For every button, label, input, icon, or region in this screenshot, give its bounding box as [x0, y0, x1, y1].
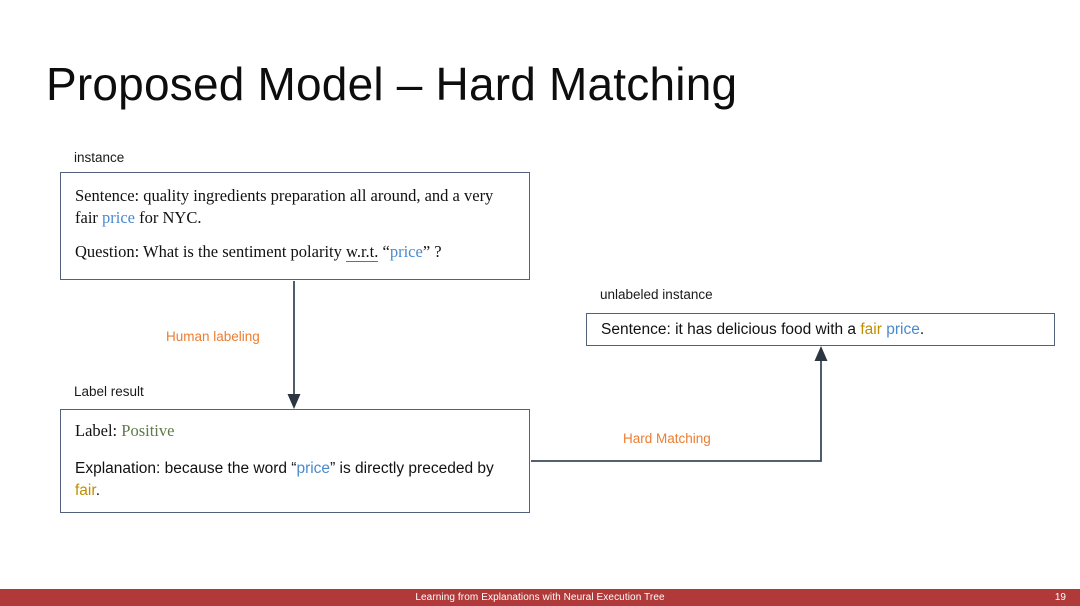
instance-box: Sentence: quality ingredients preparatio… [60, 172, 530, 280]
instance-box-spacer [75, 229, 515, 241]
instance-sentence-suffix: for NYC. [135, 207, 202, 227]
explanation-suffix: . [95, 481, 100, 499]
caption-unlabeled-instance: unlabeled instance [600, 287, 713, 302]
footer-title: Learning from Explanations with Neural E… [415, 592, 665, 603]
instance-question-suffix: ” ? [422, 241, 442, 261]
explanation-keyword-price: price [296, 459, 331, 477]
label-line: Label: Positive [75, 420, 515, 442]
label-prefix: Label: [75, 421, 122, 440]
unlabeled-sentence-line: Sentence: it has delicious food with a f… [601, 319, 924, 341]
label-box-spacer [75, 442, 515, 458]
label-result-box: Label: Positive Explanation: because the… [60, 409, 530, 513]
unlabeled-sentence-prefix: Sentence: it has delicious food with a [601, 320, 861, 338]
instance-question-misspelled-wrt: w.r.t. [346, 241, 379, 262]
unlabeled-keyword-fair: fair [860, 320, 882, 338]
instance-question-keyword-price: price [389, 241, 423, 261]
instance-question-prefix: Question: What is the sentiment polarity [75, 241, 346, 261]
unlabeled-instance-box: Sentence: it has delicious food with a f… [586, 313, 1055, 346]
annotation-hard-matching: Hard Matching [623, 431, 711, 446]
explanation-prefix: Explanation: because the word “ [75, 459, 297, 477]
unlabeled-sentence-suffix: . [919, 320, 925, 338]
explanation-keyword-fair: fair [75, 481, 96, 499]
footer-bar: Learning from Explanations with Neural E… [0, 589, 1080, 606]
annotation-human-labeling: Human labeling [166, 329, 260, 344]
instance-question-mid: “ [378, 241, 390, 261]
explanation-line: Explanation: because the word “price” is… [75, 458, 515, 502]
footer-page-number: 19 [1054, 592, 1066, 603]
page-title: Proposed Model – Hard Matching [46, 58, 738, 110]
arrow-human-labeling-icon [287, 281, 301, 409]
label-value-positive: Positive [121, 421, 175, 440]
caption-label-result: Label result [74, 384, 144, 399]
instance-sentence-line: Sentence: quality ingredients preparatio… [75, 185, 515, 229]
instance-sentence-prefix: Sentence: quality ingredients preparatio… [75, 186, 494, 227]
unlabeled-keyword-price: price [886, 320, 920, 338]
explanation-mid: ” is directly preceded by [330, 459, 494, 477]
caption-instance: instance [74, 150, 125, 165]
instance-question-line: Question: What is the sentiment polarity… [75, 241, 515, 263]
instance-sentence-keyword-price: price [102, 207, 136, 227]
